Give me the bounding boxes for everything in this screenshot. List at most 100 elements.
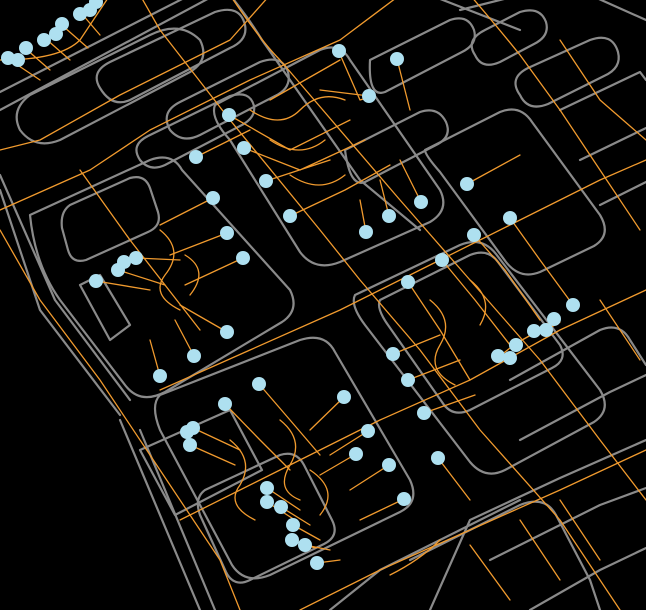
node [222, 108, 236, 122]
node [417, 406, 431, 420]
route-spoke [9, 13, 101, 81]
curb-block [514, 36, 620, 108]
node [153, 369, 167, 383]
node [252, 377, 266, 391]
route-line [179, 289, 646, 521]
node [362, 89, 376, 103]
node [566, 298, 580, 312]
node [460, 177, 474, 191]
node [503, 351, 517, 365]
route-line [159, 159, 646, 391]
node [129, 251, 143, 265]
curb-line [138, 428, 217, 610]
node [206, 191, 220, 205]
node [286, 518, 300, 532]
route-line [142, 0, 621, 610]
route-spoke [95, 197, 244, 377]
route-line [599, 299, 641, 361]
node [386, 347, 400, 361]
node [382, 458, 396, 472]
node [361, 424, 375, 438]
curb-line [0, 188, 122, 417]
curb-block [558, 70, 646, 207]
node [55, 17, 69, 31]
node [189, 150, 203, 164]
node [397, 492, 411, 506]
route-spoke [249, 96, 346, 186]
node [183, 438, 197, 452]
node-layer [1, 0, 580, 570]
node [218, 397, 232, 411]
node [237, 141, 251, 155]
curb-block [428, 438, 646, 610]
curb-block [352, 240, 606, 475]
node [547, 312, 561, 326]
node [382, 209, 396, 223]
route-line [0, 229, 241, 610]
curb-block [153, 336, 415, 580]
route-spoke [389, 499, 601, 601]
node [236, 251, 250, 265]
curb-block [165, 58, 290, 140]
node [89, 0, 103, 9]
node [539, 323, 553, 337]
route-line [79, 169, 201, 331]
node [37, 33, 51, 47]
node [285, 533, 299, 547]
node [11, 53, 25, 67]
node [359, 225, 373, 239]
curb-block [138, 408, 264, 517]
curb-block [135, 93, 256, 169]
node [401, 373, 415, 387]
curb-block [377, 251, 564, 414]
curb-line [0, 173, 132, 402]
node [220, 226, 234, 240]
route-line [299, 449, 646, 610]
node [337, 390, 351, 404]
node [283, 209, 297, 223]
route-spoke [429, 279, 487, 386]
node [310, 556, 324, 570]
node [332, 44, 346, 58]
node [19, 41, 33, 55]
node [274, 500, 288, 514]
node [349, 447, 363, 461]
node [401, 275, 415, 289]
route-line [0, 0, 267, 151]
curb-line [598, 0, 646, 22]
node [220, 325, 234, 339]
curb-line [0, 0, 208, 112]
route-line [559, 39, 646, 141]
node [180, 425, 194, 439]
curb-block [423, 108, 606, 276]
route-spoke [159, 229, 200, 311]
curb-block [343, 109, 449, 184]
curb-block [458, 0, 548, 66]
curb-block [15, 27, 205, 145]
node [491, 349, 505, 363]
node [431, 451, 445, 465]
node [89, 274, 103, 288]
node [187, 349, 201, 363]
node [414, 195, 428, 209]
route-line [0, 0, 395, 211]
node [435, 253, 449, 267]
node [260, 495, 274, 509]
curb-block [95, 8, 247, 104]
node [298, 538, 312, 552]
node [467, 228, 481, 242]
node [111, 263, 125, 277]
node [260, 481, 274, 495]
node [259, 174, 273, 188]
route-spoke [229, 419, 329, 521]
node [390, 52, 404, 66]
node [527, 324, 541, 338]
node [503, 211, 517, 225]
curb-block [508, 326, 646, 442]
curb-block [196, 452, 336, 584]
curb-line [118, 418, 202, 610]
route-line [473, 0, 641, 231]
